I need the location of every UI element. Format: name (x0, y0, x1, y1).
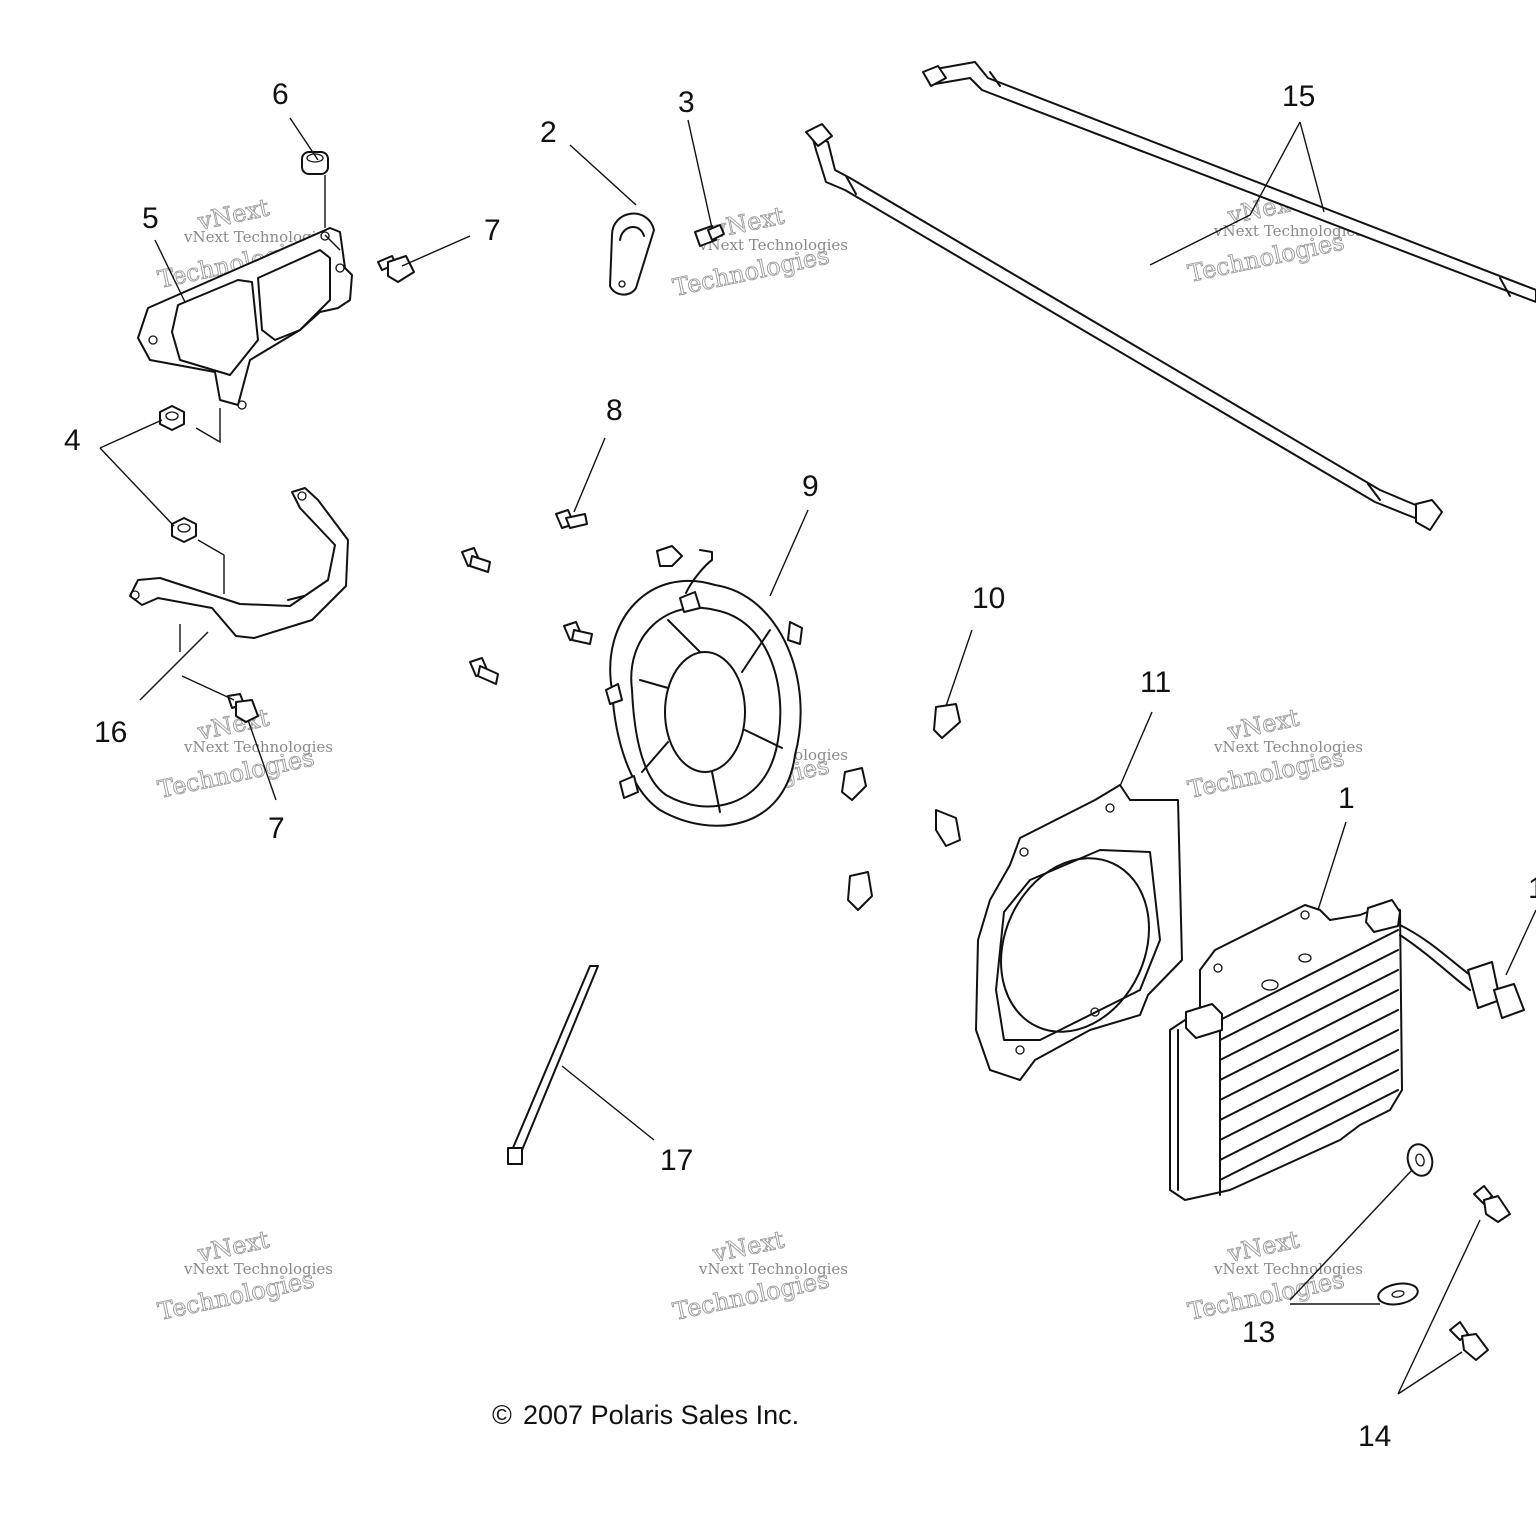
part-bolt-cooler (1449, 1321, 1489, 1361)
part-grommet (301, 151, 329, 175)
callout-edge: 1 (1528, 872, 1536, 905)
part-screw (694, 224, 725, 247)
part-washer (1377, 1282, 1419, 1306)
part-oil-cooler (1169, 899, 1525, 1201)
watermark-mid: vNext Technologies (1213, 738, 1363, 756)
part-shroud (975, 784, 1183, 1081)
part-nut-upper (159, 405, 185, 431)
callout-10: 10 (972, 582, 1005, 615)
watermark-mid: vNext Technologies (1213, 1260, 1363, 1278)
watermark: vNext vNext Technologies Technologies (1185, 1225, 1363, 1326)
part-fan-bolt (461, 547, 491, 573)
callout-16: 16 (94, 716, 127, 749)
callout-5: 5 (142, 202, 159, 235)
part-bolt-upper (377, 255, 415, 283)
callout-8: 8 (606, 394, 623, 427)
callout-6: 6 (272, 78, 289, 111)
part-clip (841, 767, 867, 801)
leader-lines (99, 117, 1536, 1395)
watermark-mid: vNext Technologies (698, 1260, 848, 1278)
callout-4: 4 (64, 424, 81, 457)
part-clip (933, 703, 961, 739)
watermark-mid: vNext Technologies (698, 236, 848, 254)
watermark-mid: vNext Technologies (183, 228, 333, 246)
callout-17: 17 (660, 1144, 693, 1177)
watermark-mid: vNext Technologies (1213, 222, 1363, 240)
callout-1: 1 (1338, 782, 1355, 815)
part-bracket-lower (129, 487, 349, 639)
part-fan-bolt (469, 657, 499, 685)
callout-2: 2 (540, 116, 557, 149)
part-bolt-cooler (1473, 1185, 1511, 1223)
watermark: vNext vNext Technologies Technologies (670, 1225, 848, 1326)
callout-7-lower: 7 (268, 812, 285, 845)
callout-15: 15 (1282, 80, 1315, 113)
part-nut-lower (171, 517, 197, 543)
part-clamp (609, 212, 655, 296)
copyright: © 2007 Polaris Sales Inc. (492, 1400, 799, 1430)
copyright-symbol: © (492, 1400, 512, 1430)
part-clip (847, 871, 873, 911)
callout-13: 13 (1242, 1316, 1275, 1349)
part-fan-bolt (555, 509, 588, 529)
copyright-text: 2007 Polaris Sales Inc. (523, 1400, 799, 1430)
callout-9: 9 (802, 470, 819, 503)
watermark: vNext vNext Technologies Technologies (155, 1225, 333, 1326)
part-hoses (805, 61, 1536, 531)
part-fan (605, 545, 803, 827)
watermark: vNext vNext Technologies Technologies (1185, 703, 1363, 804)
watermark-mid: vNext Technologies (183, 1260, 333, 1278)
part-cable-tie (507, 965, 599, 1165)
part-bracket-upper (137, 227, 353, 410)
callout-14: 14 (1358, 1420, 1391, 1453)
watermark: vNext vNext Technologies Technologies (670, 201, 848, 302)
callout-7-upper: 7 (484, 214, 501, 247)
part-bolt-lower (227, 693, 259, 723)
callout-11: 11 (1140, 666, 1171, 699)
part-clip (935, 809, 961, 847)
callout-3: 3 (678, 86, 695, 119)
part-fan-bolt (563, 621, 593, 645)
part-washer (1406, 1143, 1434, 1177)
callouts: 6 5 7 2 3 15 4 8 9 10 11 16 7 1 1 17 13 … (64, 78, 1536, 1453)
